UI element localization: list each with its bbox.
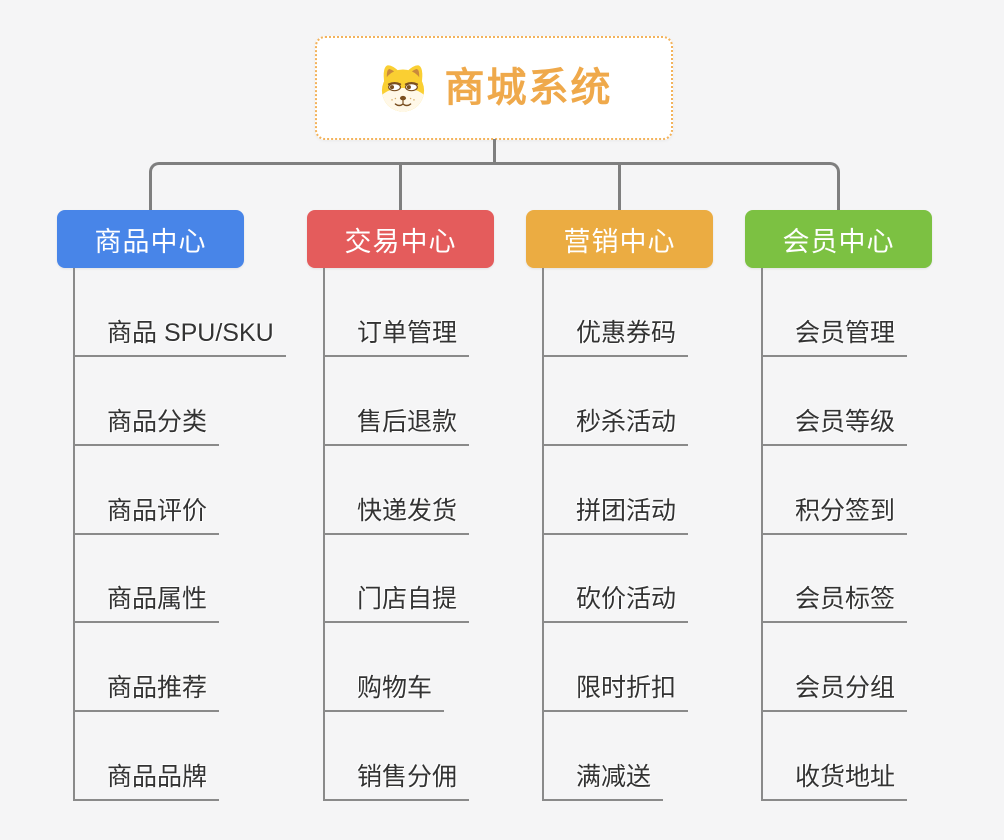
branch-node-1[interactable]: 商品中心 (57, 210, 244, 268)
leaf-node[interactable]: 商品 SPU/SKU (73, 317, 286, 357)
leaf-node[interactable]: 商品分类 (73, 406, 220, 446)
leaf-node[interactable]: 砍价活动 (542, 583, 689, 623)
leaf-node[interactable]: 快递发货 (323, 495, 470, 535)
branch-drop-connector (399, 164, 402, 210)
root-title: 商城系统 (444, 66, 613, 110)
branch-node-2[interactable]: 交易中心 (307, 210, 494, 268)
leaf-node[interactable]: 商品推荐 (73, 672, 220, 712)
branch-node-4[interactable]: 会员中心 (745, 210, 932, 268)
leaf-node[interactable]: 会员等级 (761, 406, 908, 446)
root-node[interactable]: 商城系统 (315, 36, 673, 140)
leaf-node[interactable]: 商品品牌 (73, 761, 220, 801)
leaf-node[interactable]: 商品评价 (73, 495, 220, 535)
leaf-node[interactable]: 满减送 (542, 761, 664, 801)
leaf-node[interactable]: 秒杀活动 (542, 406, 689, 446)
leaf-node[interactable]: 会员标签 (761, 583, 908, 623)
leaf-node[interactable]: 限时折扣 (542, 672, 689, 712)
leaf-node[interactable]: 商品属性 (73, 583, 220, 623)
leaf-node[interactable]: 售后退款 (323, 406, 470, 446)
leaf-node[interactable]: 购物车 (323, 672, 445, 712)
leaf-node[interactable]: 订单管理 (323, 317, 470, 357)
leaf-node[interactable]: 销售分佣 (323, 761, 470, 801)
leaf-node[interactable]: 会员管理 (761, 317, 908, 357)
leaf-node[interactable]: 拼团活动 (542, 495, 689, 535)
leaf-node[interactable]: 优惠券码 (542, 317, 689, 357)
leaf-node[interactable]: 收货地址 (761, 761, 908, 801)
branch-node-3[interactable]: 营销中心 (526, 210, 713, 268)
leaf-node[interactable]: 会员分组 (761, 672, 908, 712)
branch-drop-connector (618, 164, 621, 210)
branch-bus-connector (149, 162, 840, 210)
dog-face-icon (381, 65, 424, 112)
root-drop-connector (493, 139, 496, 165)
leaf-node[interactable]: 积分签到 (761, 495, 908, 535)
leaf-node[interactable]: 门店自提 (323, 583, 470, 623)
